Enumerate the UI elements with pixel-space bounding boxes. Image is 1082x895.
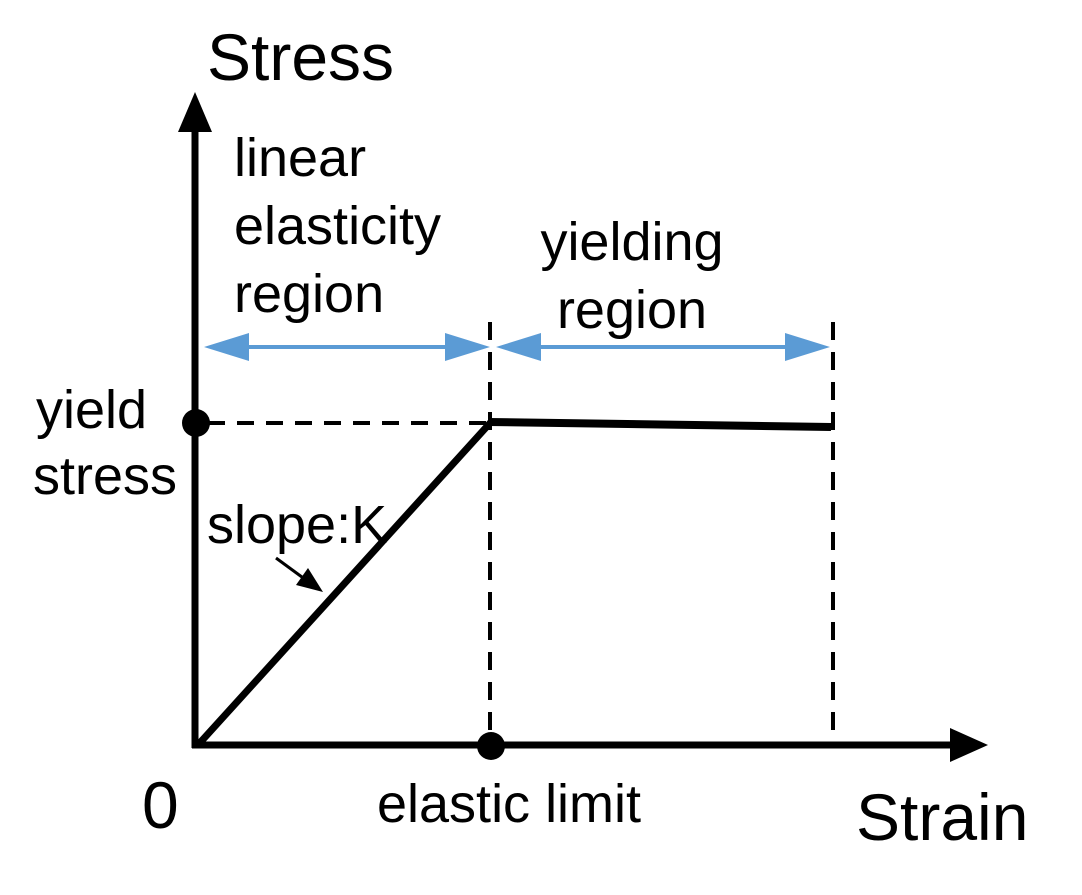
yielding-region-label-line2: region [557, 280, 707, 340]
arrow-down-right-icon [296, 568, 323, 592]
linear-region-extent-arrow [204, 333, 490, 361]
linear-region-label-line1: linear [234, 128, 366, 188]
slope-arrow-shaft [275, 556, 307, 582]
yielding-region-label-line1: yielding [540, 212, 723, 272]
linear-elasticity-region-label: linear elasticity region [234, 128, 441, 324]
arrow-left-icon [204, 333, 249, 361]
x-axis [192, 728, 988, 762]
linear-region-label-line3: region [234, 264, 384, 324]
elastic-limit-dot [477, 732, 505, 760]
slope-callout-arrow [275, 556, 323, 592]
x-axis-arrowhead-icon [950, 728, 988, 762]
x-axis-title: Strain [856, 780, 1028, 854]
stress-strain-curve [194, 418, 832, 749]
arrow-right-icon [445, 333, 490, 361]
slope-label: slope:K [207, 495, 387, 555]
yielding-region-extent-arrow [496, 333, 830, 361]
y-axis-arrowhead-icon [178, 92, 212, 132]
yield-plateau-segment [488, 418, 832, 431]
linear-region-label-line2: elasticity [234, 196, 441, 256]
linear-elastic-segment [194, 419, 494, 749]
arrow-left-icon [496, 333, 541, 361]
yield-stress-dot [182, 409, 210, 437]
yield-stress-label-line2: stress [33, 446, 177, 506]
elastic-limit-label: elastic limit [377, 774, 641, 834]
arrow-right-icon [785, 333, 830, 361]
yield-stress-label-line1: yield [36, 380, 147, 440]
origin-label: 0 [142, 768, 179, 842]
y-axis-title: Stress [207, 20, 394, 94]
yield-stress-label: yield stress [33, 380, 177, 506]
yielding-region-label: yielding region [540, 212, 723, 340]
